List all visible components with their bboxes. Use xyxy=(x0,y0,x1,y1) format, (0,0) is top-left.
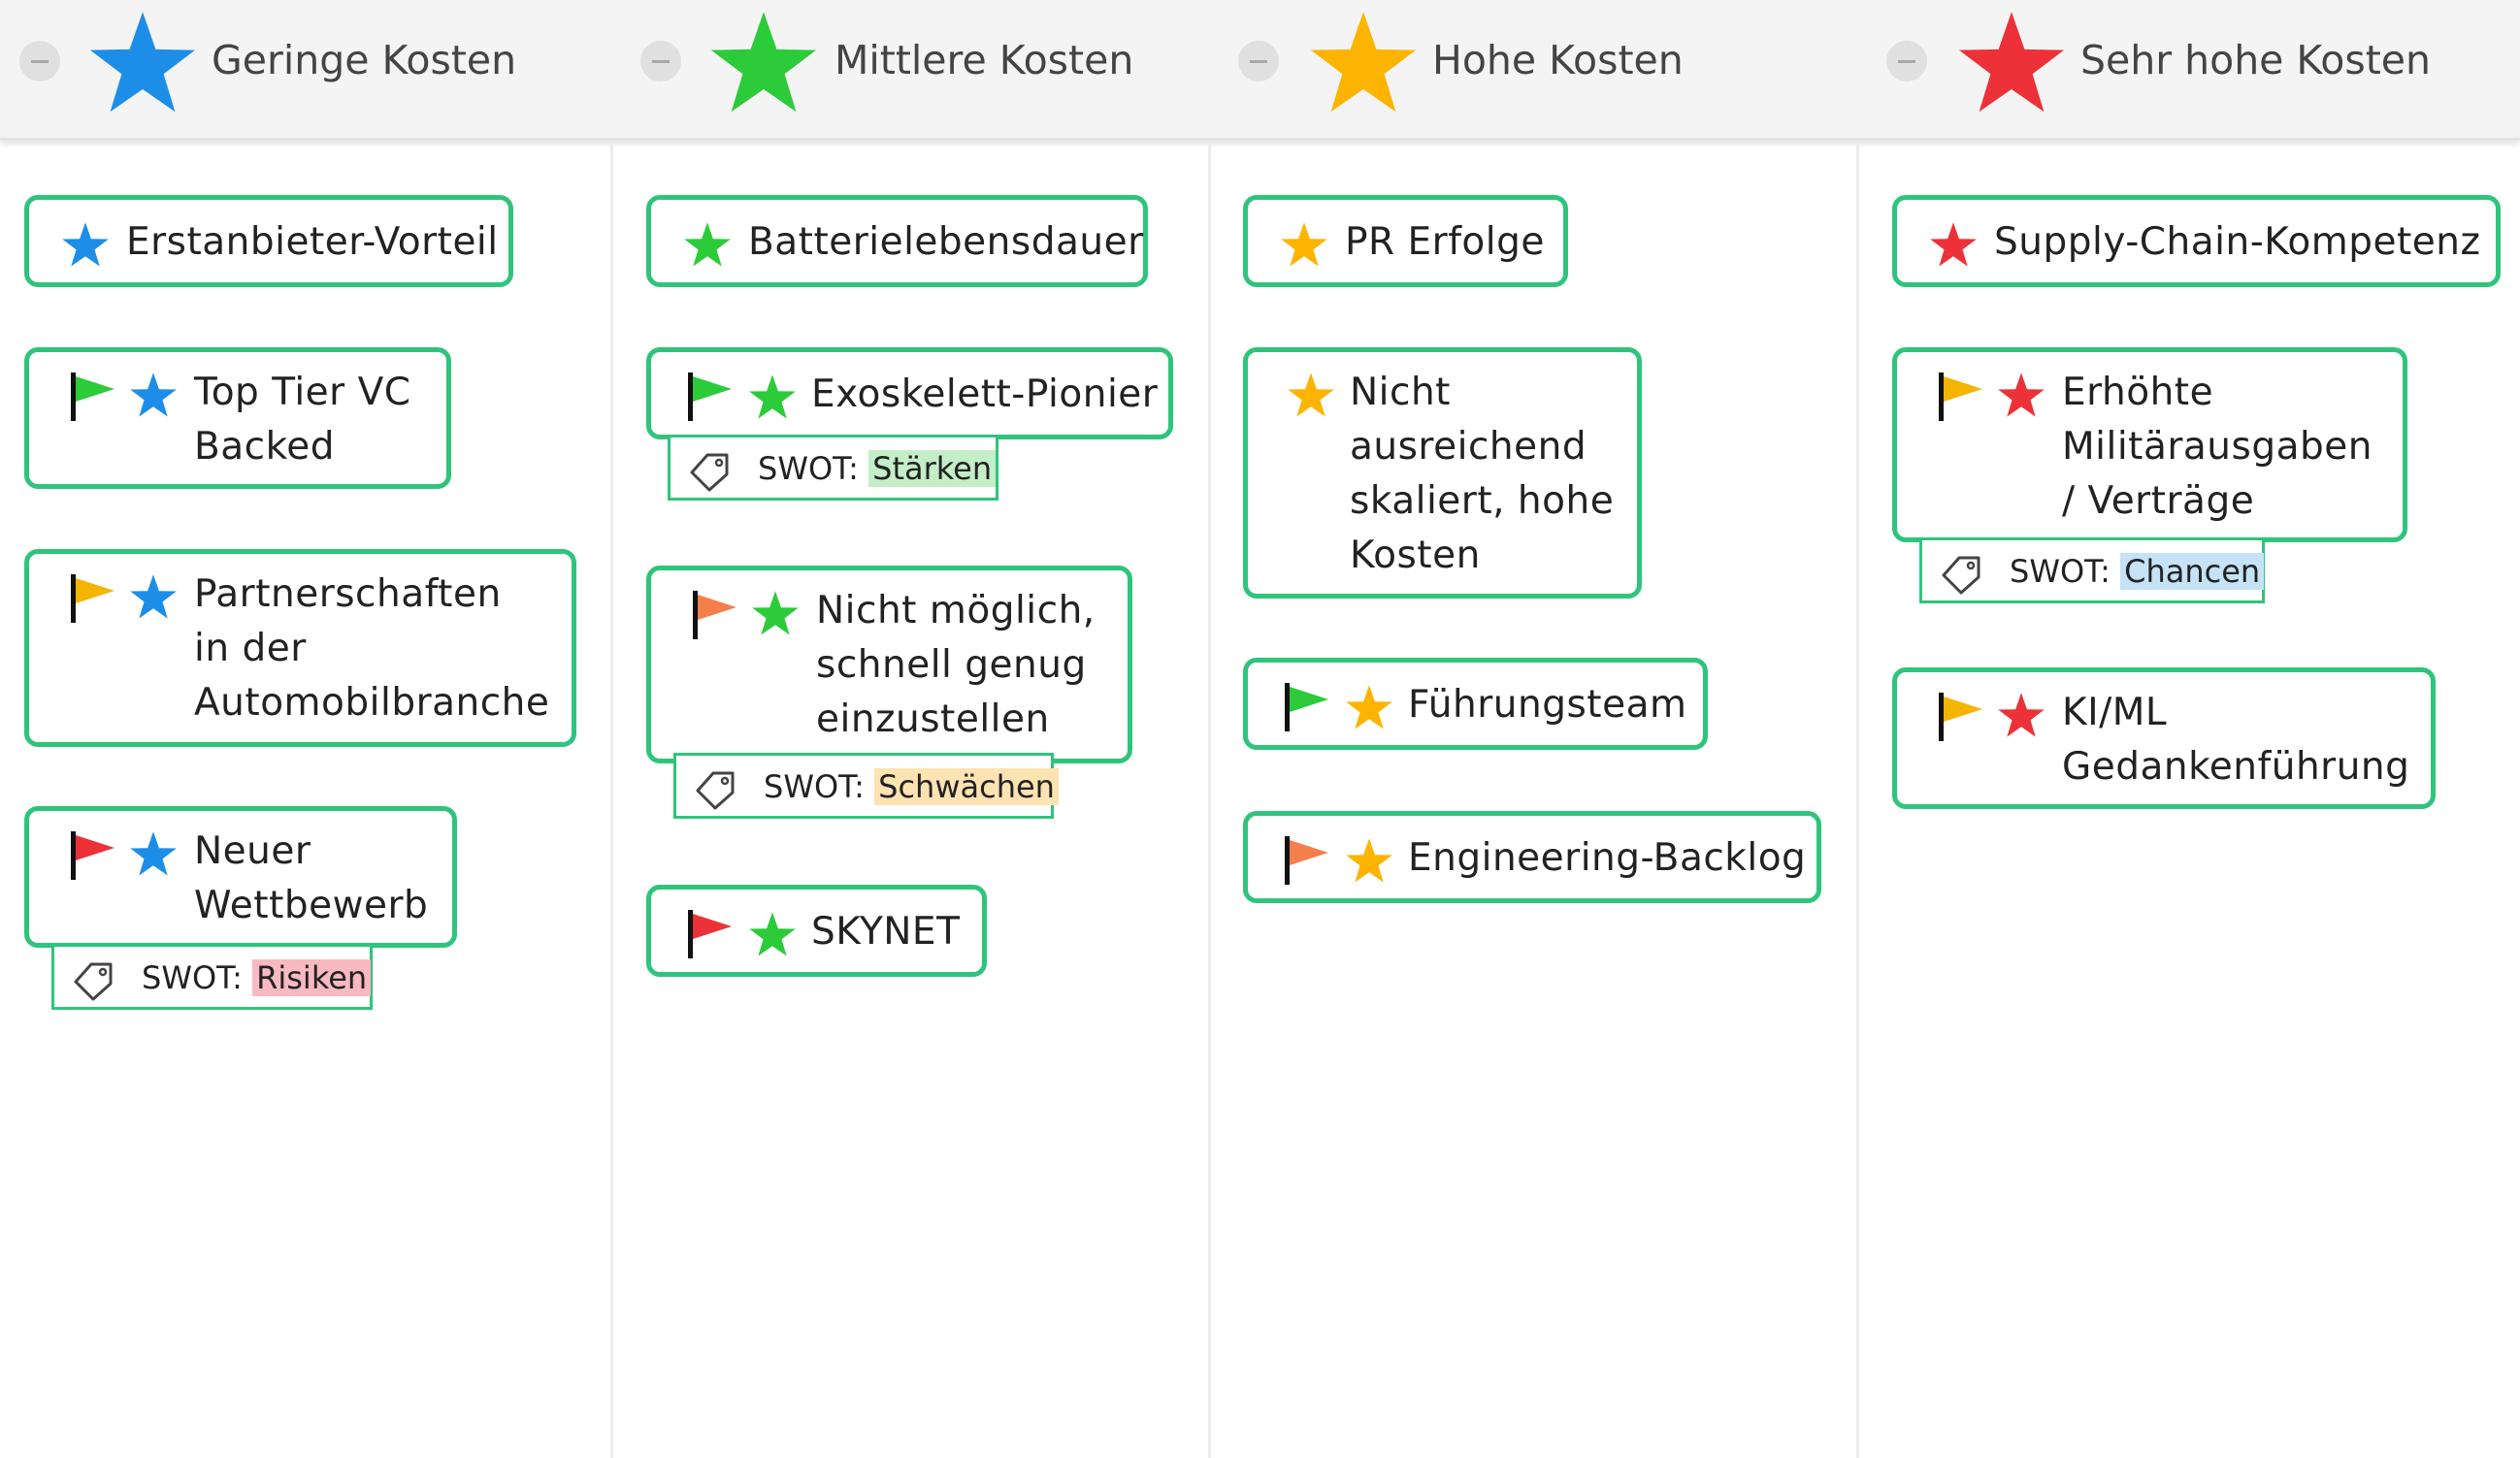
flag-icon xyxy=(1939,373,1982,421)
card-neuer-wettbewerb[interactable]: Neuer Wettbewerb xyxy=(24,806,457,948)
column-header-sehr-hohe-kosten: Sehr hohe Kosten xyxy=(1857,0,2520,138)
card-text: Nicht möglich, schnell genug einzustelle… xyxy=(816,589,1096,741)
flag-icon xyxy=(1285,836,1328,885)
tag-value-chancen: Chancen xyxy=(2120,553,2265,590)
swot-tag[interactable]: SWOT: Risiken xyxy=(51,944,373,1010)
card-erstanbieter-vorteil[interactable]: Erstanbieter-Vorteil xyxy=(24,195,513,287)
star-icon xyxy=(752,591,799,635)
star-icon xyxy=(1958,12,2065,113)
collapse-icon[interactable] xyxy=(1238,41,1279,81)
card-top-tier-vc[interactable]: Top Tier VC Backed xyxy=(24,347,451,489)
tag-icon xyxy=(690,453,729,492)
card-exoskelett-pionier[interactable]: Exoskelett-Pionier xyxy=(646,347,1173,439)
card-text: Top Tier VC Backed xyxy=(194,371,411,469)
card-militaerausgaben[interactable]: Erhöhte Militärausgaben / Verträge xyxy=(1892,347,2407,542)
tag-icon xyxy=(696,771,735,810)
star-icon xyxy=(130,831,177,876)
star-icon xyxy=(1288,373,1334,417)
card-nicht-moeglich[interactable]: Nicht möglich, schnell genug einzustelle… xyxy=(646,566,1132,763)
tag-icon xyxy=(74,962,113,1001)
flag-icon xyxy=(71,574,115,623)
card-text: Neuer Wettbewerb xyxy=(194,829,429,927)
flag-icon xyxy=(1939,693,1982,741)
star-icon xyxy=(130,373,177,417)
flag-icon xyxy=(688,910,732,958)
card-skynet[interactable]: SKYNET xyxy=(646,885,987,977)
tag-value-risiken: Risiken xyxy=(252,959,372,996)
flag-icon xyxy=(693,591,736,639)
card-text: Nicht ausreichend skaliert, hohe Kosten xyxy=(1350,371,1615,577)
column-header-hohe-kosten: Hohe Kosten xyxy=(1209,0,1857,138)
tag-prefix: SWOT: xyxy=(758,450,859,487)
card-text: SKYNET xyxy=(811,910,961,954)
collapse-icon[interactable] xyxy=(640,41,681,81)
column-title: Mittlere Kosten xyxy=(835,37,1134,83)
card-text: Führungsteam xyxy=(1408,683,1687,727)
column-divider xyxy=(1856,141,1859,1458)
star-icon xyxy=(1930,222,1977,267)
tag-value-schwaechen: Schwächen xyxy=(874,768,1059,805)
card-text: PR Erfolge xyxy=(1345,220,1545,264)
card-fuehrungsteam[interactable]: Führungsteam xyxy=(1243,658,1708,750)
flag-icon xyxy=(1285,683,1328,731)
swot-tag[interactable]: SWOT: Schwächen xyxy=(673,753,1059,819)
card-ki-ml[interactable]: KI/ML Gedankenführung xyxy=(1892,667,2436,809)
card-text: Exoskelett-Pionier xyxy=(811,373,1159,416)
card-text: Partnerschaften in der Automobilbranche xyxy=(194,572,550,725)
tag-prefix: SWOT: xyxy=(2010,553,2111,590)
swot-tag[interactable]: SWOT: Stärken xyxy=(668,435,998,501)
tag-prefix: SWOT: xyxy=(142,959,243,996)
column-title: Geringe Kosten xyxy=(212,37,517,83)
column-title: Hohe Kosten xyxy=(1432,37,1684,83)
star-icon xyxy=(1346,685,1392,729)
card-supply-chain[interactable]: Supply-Chain-Kompetenz xyxy=(1892,195,2501,287)
column-title: Sehr hohe Kosten xyxy=(2080,37,2432,83)
flag-icon xyxy=(71,831,115,880)
star-icon xyxy=(62,222,109,267)
flag-icon xyxy=(688,373,732,421)
star-icon xyxy=(684,222,731,267)
collapse-icon[interactable] xyxy=(19,41,60,81)
column-header-geringe-kosten: Geringe Kosten xyxy=(0,0,611,138)
card-nicht-ausreichend[interactable]: Nicht ausreichend skaliert, hohe Kosten xyxy=(1243,347,1642,599)
column-header-bar: Geringe Kosten Mittlere Kosten Hohe Kost… xyxy=(0,0,2520,141)
column-divider xyxy=(610,141,613,1458)
card-pr-erfolge[interactable]: PR Erfolge xyxy=(1243,195,1568,287)
star-icon xyxy=(1346,838,1392,883)
star-icon xyxy=(749,374,796,419)
star-icon xyxy=(89,12,196,113)
flag-icon xyxy=(71,373,115,421)
column-divider xyxy=(1208,141,1211,1458)
tag-value-staerken: Stärken xyxy=(868,450,997,487)
star-icon xyxy=(1998,373,2045,417)
tag-prefix: SWOT: xyxy=(764,768,865,805)
tag-icon xyxy=(1942,556,1980,595)
star-icon xyxy=(1281,222,1327,267)
card-partnerschaften[interactable]: Partnerschaften in der Automobilbranche xyxy=(24,549,576,747)
card-text: Erhöhte Militärausgaben / Verträge xyxy=(2062,371,2373,523)
card-engineering-backlog[interactable]: Engineering-Backlog xyxy=(1243,811,1821,903)
collapse-icon[interactable] xyxy=(1886,41,1927,81)
column-header-mittlere-kosten: Mittlere Kosten xyxy=(611,0,1209,138)
star-icon xyxy=(1998,693,2045,737)
card-batterielebensdauer[interactable]: Batterielebensdauer xyxy=(646,195,1148,287)
star-icon xyxy=(749,912,796,956)
card-text: Batterielebensdauer xyxy=(748,220,1144,264)
star-icon xyxy=(710,12,817,113)
card-text: Engineering-Backlog xyxy=(1408,836,1807,880)
star-icon xyxy=(1310,12,1417,113)
card-text: Supply-Chain-Kompetenz xyxy=(1994,220,2481,264)
card-text: Erstanbieter-Vorteil xyxy=(126,220,499,264)
swot-tag[interactable]: SWOT: Chancen xyxy=(1919,537,2265,603)
card-text: KI/ML Gedankenführung xyxy=(2062,691,2410,789)
star-icon xyxy=(130,574,177,619)
